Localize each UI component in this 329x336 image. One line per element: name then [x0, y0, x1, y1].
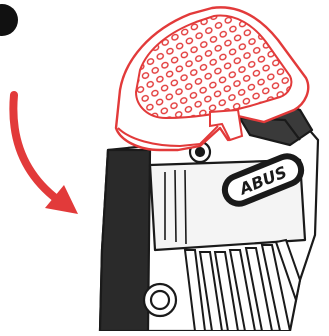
step-indicator-dot — [0, 4, 18, 36]
rotate-down-arrow-icon — [13, 95, 78, 214]
